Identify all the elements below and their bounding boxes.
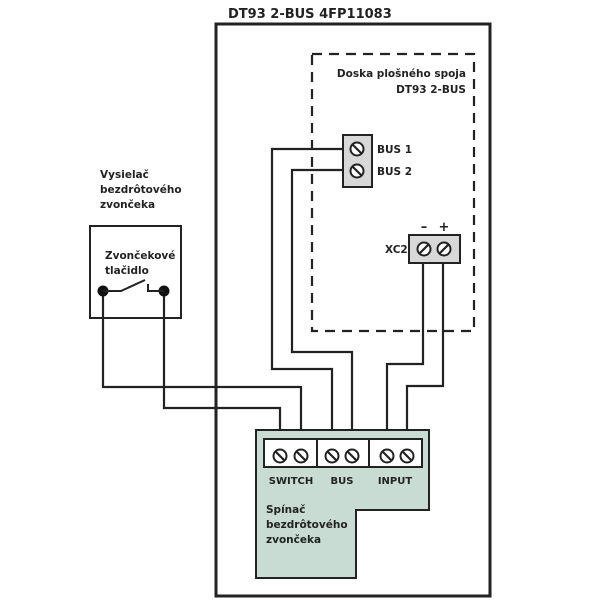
xc2-label: XC2 [385, 244, 408, 256]
bus-group-label: BUS [331, 476, 354, 487]
terminal-strip [263, 438, 423, 468]
switch-group-label: SWITCH [269, 476, 313, 487]
screw-icon [349, 141, 365, 157]
module-caption-line2: bezdrôtového [266, 519, 348, 531]
screw-icon [349, 163, 365, 179]
pcb-dashed-outline [310, 52, 476, 333]
screw-icon [379, 448, 395, 464]
button-label-line1: Zvončekové [105, 250, 175, 262]
screw-icon [416, 241, 432, 257]
switch-module: SWITCH BUS INPUT Spínač bezdrôtového zvo… [255, 429, 430, 579]
screw-icon [272, 448, 288, 464]
screw-icon [344, 448, 360, 464]
screw-icon [436, 241, 452, 257]
module-caption-line3: zvončeka [266, 534, 321, 546]
wire-bus2 [290, 168, 354, 445]
transmitter-caption-line2: bezdrôtového [100, 184, 182, 196]
transmitter-caption-line1: Vysielač [100, 169, 149, 181]
diagram-title: DT93 2-BUS 4FP11083 [228, 7, 392, 22]
bus1-label: BUS 1 [377, 144, 412, 156]
input-group-label: INPUT [378, 476, 413, 487]
wires [101, 147, 445, 445]
push-button-icon [97, 279, 170, 297]
wire-xc2-plus [405, 262, 445, 445]
xc2-terminal-block: XC2 – + [385, 220, 461, 264]
button-label-line2: tlačidlo [105, 265, 149, 277]
wire-button-right [162, 291, 282, 445]
module-caption-line1: Spínač [266, 504, 305, 516]
pcb-label-line1: Doska plošného spoja [337, 68, 466, 80]
transmitter: Vysielač bezdrôtového zvončeka Zvončekov… [89, 169, 182, 319]
bus-terminal-block: BUS 1 BUS 2 [342, 134, 412, 188]
screw-icon [324, 448, 340, 464]
wire-bus1 [270, 147, 343, 445]
pcb-label-line2: DT93 2-BUS [396, 84, 466, 96]
xc2-minus-label: – [421, 220, 428, 235]
transmitter-box [89, 225, 182, 319]
enclosure-outline [214, 22, 492, 598]
bus2-label: BUS 2 [377, 166, 412, 178]
xc2-plus-label: + [439, 220, 450, 235]
wire-xc2-minus [385, 262, 425, 445]
transmitter-caption-line3: zvončeka [100, 199, 155, 211]
screw-icon [293, 448, 309, 464]
screw-icon [399, 448, 415, 464]
wire-button-left [101, 291, 303, 445]
